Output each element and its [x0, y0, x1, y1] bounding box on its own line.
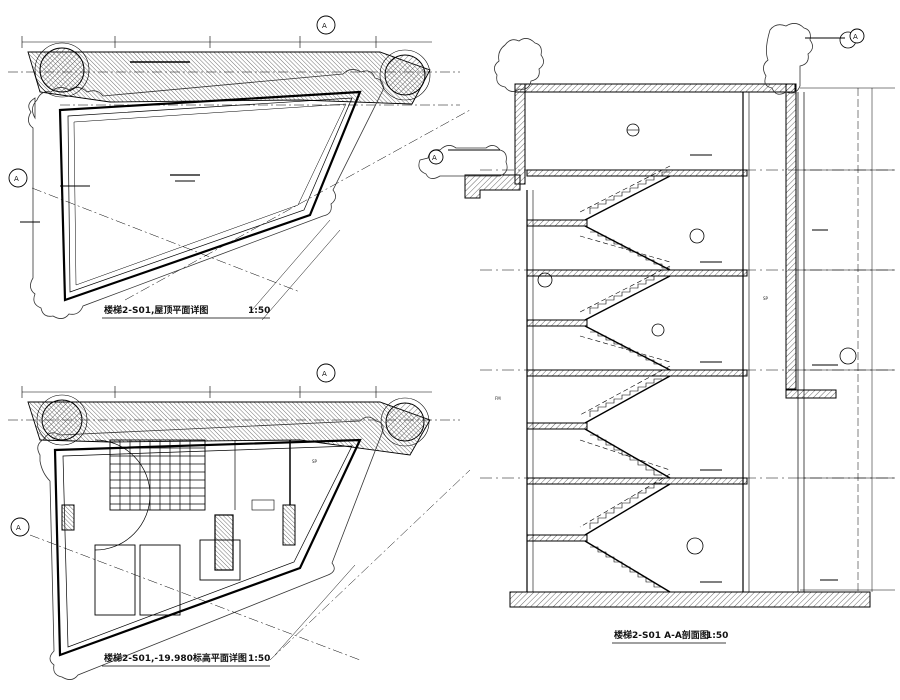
floor-vent-left: [41, 399, 83, 441]
floor-plan-revision-cloud: [37, 416, 384, 680]
roof-vent-left: [39, 47, 85, 93]
svg-text:1:50: 1:50: [248, 306, 270, 316]
section-stair-flights: [584, 175, 671, 593]
section-roof-slab: [514, 83, 796, 93]
axis-marker: A: [849, 28, 865, 44]
axis-marker: A: [316, 363, 336, 383]
section-elevation-marks: [800, 87, 895, 592]
roof-plan: [8, 36, 471, 321]
roof-plan-revision-cloud: [28, 69, 384, 319]
section-revision-cloud-left: [494, 38, 544, 92]
svg-text:A: A: [322, 370, 327, 378]
svg-text:A: A: [853, 33, 858, 41]
floor-plan: [8, 386, 471, 680]
floor-plan-title: 楼梯2-S01,-19.980标高平面详图 1:50: [102, 652, 270, 667]
floor-plan-sp-mark: SP: [312, 459, 318, 464]
svg-text:楼梯2-S01 A-A剖面图: 楼梯2-S01 A-A剖面图: [614, 629, 709, 641]
svg-text:1:50: 1:50: [706, 631, 728, 641]
section-revision-cloud-right: [763, 23, 813, 95]
section-fm-mark: FM: [495, 396, 501, 401]
floor-plan-dimension-line: [21, 386, 432, 398]
section-ground-slab: [509, 591, 871, 608]
section-title: 楼梯2-S01 A-A剖面图 1:50: [612, 629, 728, 644]
axis-marker: A: [428, 149, 444, 165]
svg-text:楼梯2-S01,屋顶平面详图: 楼梯2-S01,屋顶平面详图: [104, 304, 208, 316]
roof-plan-title: 楼梯2-S01,屋顶平面详图 1:50: [102, 304, 270, 319]
roof-plan-dimension-line: [21, 36, 432, 48]
section-view: [418, 23, 895, 608]
axis-markers: A A A A A A: [8, 15, 865, 537]
axis-marker: A: [8, 168, 28, 188]
floor-plan-stair-treads: [109, 439, 206, 511]
section-floor-slabs: [526, 169, 748, 542]
svg-text:楼梯2-S01,-19.980标高平面详图: 楼梯2-S01,-19.980标高平面详图: [104, 652, 247, 664]
floor-vent-right: [385, 402, 425, 442]
svg-text:A: A: [16, 524, 21, 532]
roof-vent-right: [384, 54, 426, 96]
axis-marker: A: [10, 517, 30, 537]
svg-text:A: A: [432, 154, 437, 162]
section-stair-steps: [589, 171, 670, 588]
svg-text:A: A: [14, 175, 19, 183]
svg-text:1:50: 1:50: [248, 654, 270, 664]
section-sp-mark: SP: [763, 296, 769, 301]
axis-marker: A: [316, 15, 336, 35]
svg-text:A: A: [322, 22, 327, 30]
